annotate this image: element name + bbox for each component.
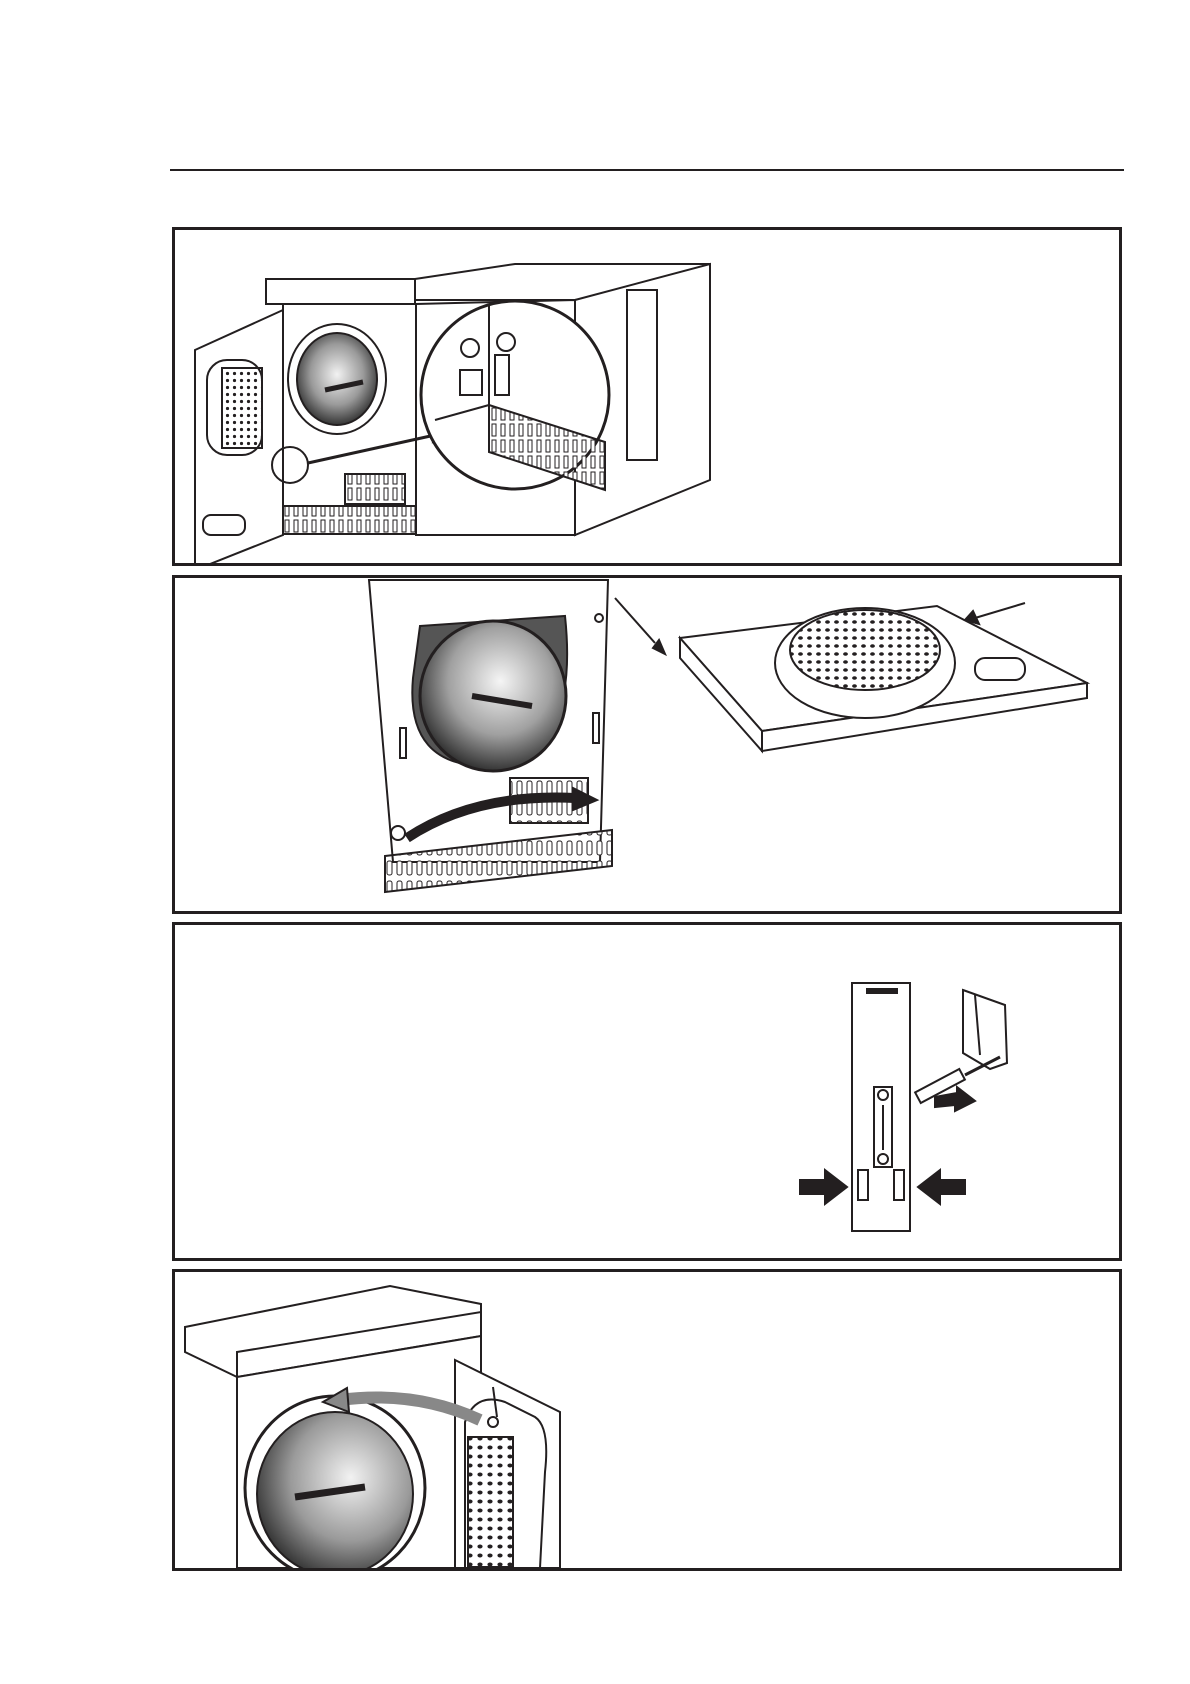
step-panel-3 xyxy=(172,922,1122,1261)
dryer-door-reversed-illustration xyxy=(175,1272,1119,1568)
step-panel-2 xyxy=(172,575,1122,914)
dryer-open-door-illustration xyxy=(175,230,1119,563)
dryer-front-and-door-illustration xyxy=(175,578,1119,911)
step-panel-1 xyxy=(172,227,1122,566)
step-panel-4 xyxy=(172,1269,1122,1571)
hinge-plate-illustration xyxy=(175,925,1119,1258)
header-rule xyxy=(170,169,1124,171)
